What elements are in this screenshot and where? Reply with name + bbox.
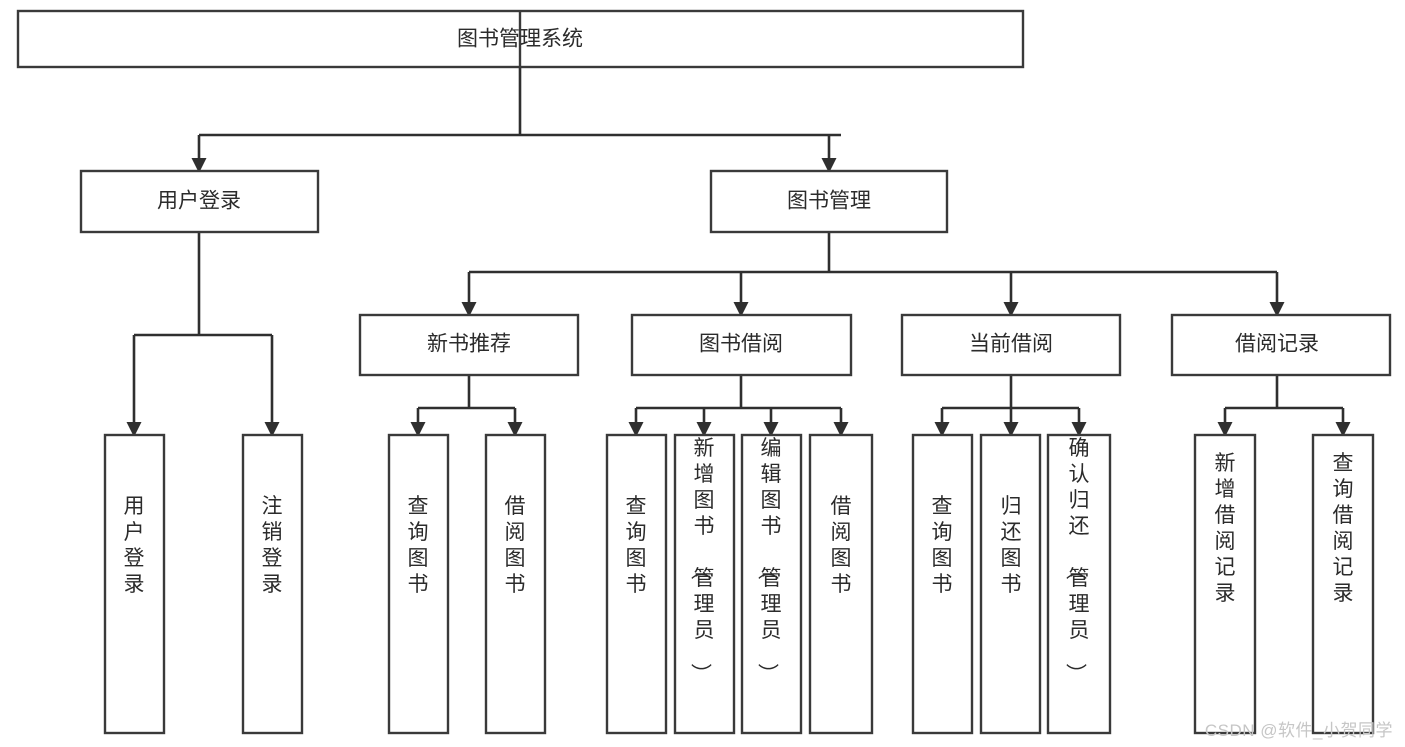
leaf-user-login-label: 用户登录: [124, 495, 145, 596]
connector-group-book-borrow: [628, 375, 849, 437]
leaf-query-book-3-label: 查询图书: [932, 495, 953, 596]
leaf-add-record[interactable]: 新增借阅记录: [1193, 433, 1257, 735]
connector-group-new-book-recommend: [410, 375, 523, 437]
leaf-return-book-label: 归还图书: [1001, 495, 1022, 596]
node-book-manage-label: 图书管理: [787, 190, 871, 213]
leaf-add-book-label: 新增图书（管理员）: [689, 437, 715, 684]
leaf-confirm-return-label: 确认归还（管理员）: [1064, 437, 1090, 684]
connector-group-book-manage: [461, 232, 1285, 317]
leaf-query-book-1[interactable]: 查询图书: [387, 433, 450, 735]
node-current-borrow-label: 当前借阅: [969, 333, 1053, 356]
leaf-user-logout-label: 注销登录: [262, 495, 283, 596]
leaf-query-book-2[interactable]: 查询图书: [605, 433, 668, 735]
node-new-book-recommend-label: 新书推荐: [427, 333, 511, 356]
connector-group-root: [191, 67, 841, 173]
leaf-edit-book[interactable]: 编辑图书（管理员）: [740, 433, 803, 735]
connector-group-current-borrow: [934, 375, 1087, 437]
node-book-borrow[interactable]: 图书借阅: [630, 313, 853, 377]
connector-group-borrow-record: [1217, 375, 1351, 437]
leaf-borrow-book-2-label: 借阅图书: [831, 495, 852, 596]
leaf-user-logout[interactable]: 注销登录: [241, 433, 304, 735]
leaf-add-record-label: 新增借阅记录: [1215, 452, 1236, 605]
leaf-borrow-book-2[interactable]: 借阅图书: [808, 433, 874, 735]
leaf-query-book-3[interactable]: 查询图书: [911, 433, 974, 735]
node-new-book-recommend[interactable]: 新书推荐: [358, 313, 580, 377]
node-borrow-record-label: 借阅记录: [1235, 333, 1319, 356]
leaf-borrow-book-1-label: 借阅图书: [505, 495, 526, 596]
leaf-query-record[interactable]: 查询借阅记录: [1311, 433, 1375, 735]
leaf-add-book[interactable]: 新增图书（管理员）: [673, 433, 736, 735]
leaf-return-book[interactable]: 归还图书: [979, 433, 1042, 735]
leaf-user-login[interactable]: 用户登录: [103, 433, 166, 735]
leaf-query-book-2-label: 查询图书: [626, 495, 647, 596]
connector-group-user-login: [126, 232, 280, 437]
leaf-confirm-return[interactable]: 确认归还（管理员）: [1046, 433, 1112, 735]
leaf-borrow-book-1[interactable]: 借阅图书: [484, 433, 547, 735]
node-book-manage[interactable]: 图书管理: [709, 169, 949, 234]
leaf-query-book-1-label: 查询图书: [408, 495, 429, 596]
node-borrow-record[interactable]: 借阅记录: [1170, 313, 1392, 377]
leaf-query-record-label: 查询借阅记录: [1333, 452, 1354, 605]
node-user-login[interactable]: 用户登录: [79, 169, 320, 234]
node-current-borrow[interactable]: 当前借阅: [900, 313, 1122, 377]
node-book-borrow-label: 图书借阅: [699, 333, 783, 356]
node-root-label: 图书管理系统: [457, 28, 583, 51]
node-user-login-label: 用户登录: [157, 190, 241, 213]
node-root[interactable]: 图书管理系统: [16, 9, 1025, 69]
leaf-edit-book-label: 编辑图书（管理员）: [756, 437, 782, 684]
